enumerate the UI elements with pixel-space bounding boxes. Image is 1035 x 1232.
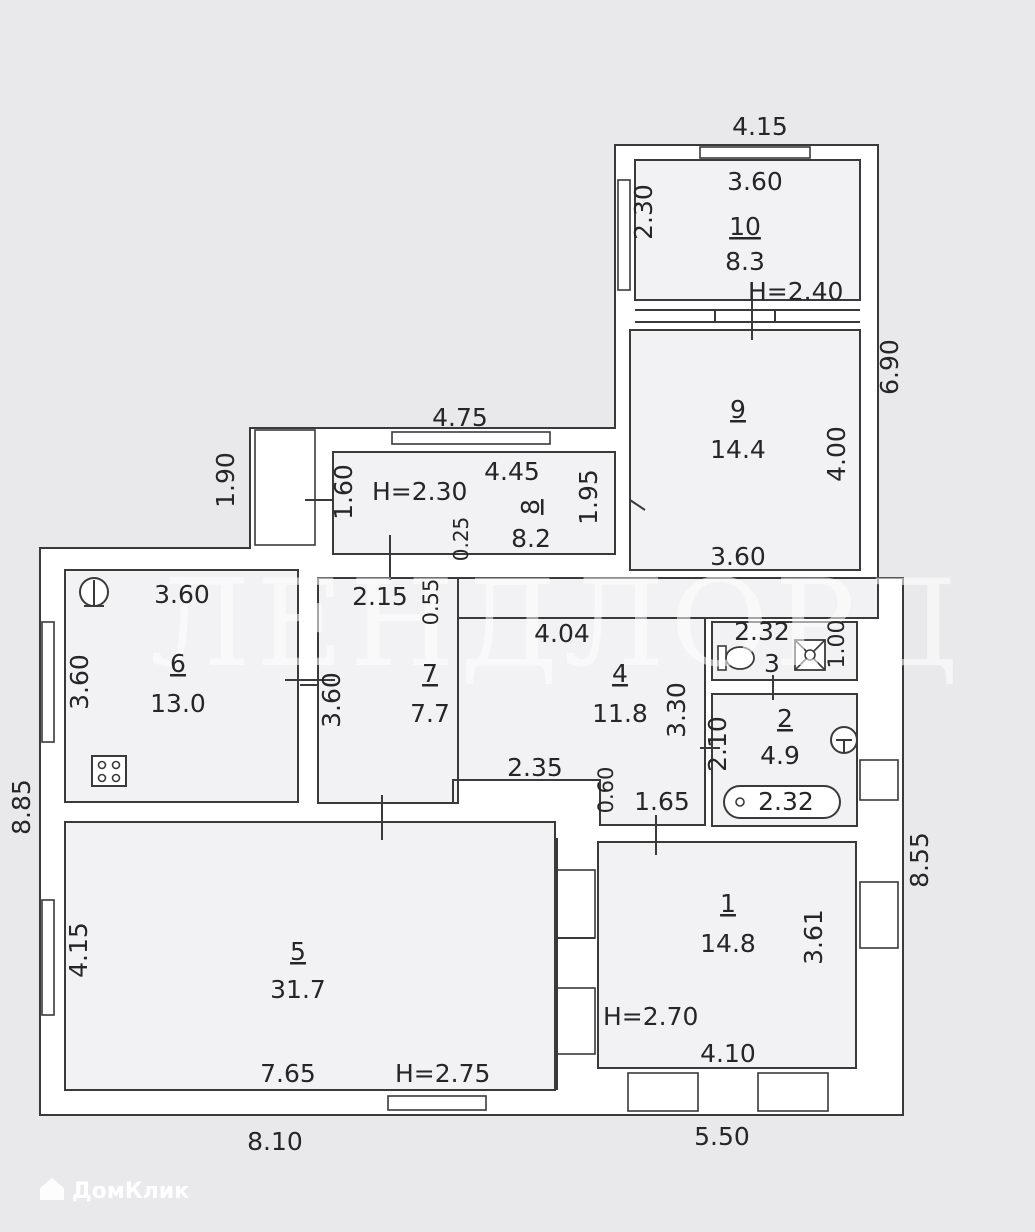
shower-drain-icon (794, 639, 826, 671)
dim-r3-width: 2.32 (734, 617, 790, 646)
dim-r10-width: 3.60 (727, 167, 783, 196)
dim-r4-height: 3.30 (662, 682, 691, 738)
dim-r4-step-width: 2.35 (507, 753, 563, 782)
room-9-area (629, 329, 861, 571)
dim-r8-left: 1.60 (329, 464, 358, 520)
window-room10-left (617, 179, 631, 291)
height-room5: Н=2.75 (395, 1059, 490, 1088)
room-8-number: 8 (516, 499, 545, 515)
bathtub-icon (723, 785, 841, 819)
dim-wing-top: 4.75 (432, 403, 488, 432)
room-5-area-label: 31.7 (270, 975, 326, 1004)
dim-r2-width: 2.32 (758, 787, 814, 816)
dim-wing-left: 1.90 (211, 452, 240, 508)
room-7-number: 7 (422, 659, 438, 688)
dim-bottom-left: 8.10 (247, 1127, 303, 1156)
room-9-number: 9 (730, 395, 746, 424)
dim-r4-step: 0.60 (594, 767, 618, 814)
dim-r8-width: 4.45 (484, 457, 540, 486)
room-1-area-label: 14.8 (700, 929, 756, 958)
dim-r2-height: 2.10 (703, 716, 732, 772)
corridor-area (457, 577, 879, 619)
dim-right-upper: 6.90 (875, 339, 904, 395)
room-8-area-label: 8.2 (511, 524, 551, 553)
room-4-area (452, 617, 706, 826)
dim-r10-height: 2.30 (629, 184, 658, 240)
inner-dimensions: 3.60 2.30 4.00 3.60 4.45 1.60 1.95 0.25 … (64, 167, 851, 1088)
room-1-area (597, 841, 857, 1069)
dim-r4-width: 4.04 (534, 619, 590, 648)
room-9-area-label: 14.4 (710, 435, 766, 464)
room-7-area (317, 577, 459, 804)
dim-r6-height: 3.60 (65, 654, 94, 710)
window-room5-left (41, 899, 55, 1016)
room-4-area-label: 11.8 (592, 699, 648, 728)
washbasin-icon (830, 726, 858, 754)
watermark: ЛЕНДЛОРД (150, 555, 965, 694)
window-room1-bottom-b (757, 1072, 829, 1112)
room-6-number: 6 (170, 649, 186, 678)
windows (41, 146, 899, 1112)
room-7-area-label: 7.7 (410, 699, 450, 728)
interior-walls (285, 300, 860, 1090)
height-room10: Н=2.40 (748, 277, 843, 306)
dim-r5-width: 7.65 (260, 1059, 316, 1088)
sink-icon (79, 577, 109, 607)
dim-r6-width: 3.60 (154, 580, 210, 609)
height-room8: Н=2.30 (372, 477, 467, 506)
dim-r1-height: 3.61 (799, 909, 828, 965)
room-10-area-label: 8.3 (725, 247, 765, 276)
room-1-number: 1 (720, 889, 736, 918)
dim-r1-width: 4.10 (700, 1039, 756, 1068)
dim-r7-height: 3.60 (317, 672, 346, 728)
dim-r7-step: 0.55 (419, 579, 443, 626)
fixtures (79, 577, 858, 819)
outer-dimensions: 4.15 6.90 8.55 8.85 8.10 5.50 4.75 1.90 (7, 112, 934, 1156)
dim-r9-height: 4.00 (822, 426, 851, 482)
room-6-area-label: 13.0 (150, 689, 206, 718)
window-room5-bottom (387, 1095, 487, 1111)
dim-top-right: 4.15 (732, 112, 788, 141)
dim-r9-width: 3.60 (710, 542, 766, 571)
window-room10-top (699, 146, 811, 159)
dim-right-lower: 8.55 (905, 832, 934, 888)
domclick-logo: ДомКлик (40, 1178, 189, 1204)
room-2-number: 2 (777, 704, 793, 733)
dim-r1-top: 1.65 (634, 787, 690, 816)
room-3-number: 3 (764, 649, 780, 678)
window-wing-left (254, 429, 316, 546)
stove-icon (91, 755, 127, 787)
room-10-area (634, 159, 861, 301)
dim-r8-step: 0.25 (449, 517, 473, 562)
window-room2-right (859, 759, 899, 801)
dim-r7-width: 2.15 (352, 582, 408, 611)
room-5-number: 5 (290, 937, 306, 966)
door-9-swing (629, 499, 646, 511)
room-labels: 10 8.3 9 14.4 8 8.2 6 13.0 7 7.7 4 11.8 … (150, 212, 800, 1004)
room-10-number: 10 (729, 212, 761, 241)
dim-left: 8.85 (7, 779, 36, 835)
room-5-area (64, 821, 556, 1091)
toilet-icon (717, 645, 755, 671)
window-room1-right (859, 881, 899, 949)
logo-text: ДомКлик (72, 1179, 189, 1204)
window-room1-bottom-a (627, 1072, 699, 1112)
dim-r3-height: 1.00 (825, 620, 850, 669)
dim-bottom-right: 5.50 (694, 1122, 750, 1151)
room-4-number: 4 (612, 659, 628, 688)
dim-r5-height: 4.15 (64, 922, 93, 978)
room-2-area-label: 4.9 (760, 741, 800, 770)
room-8-area (332, 451, 616, 555)
rooms (64, 159, 879, 1091)
heights: Н=2.40 Н=2.30 Н=2.70 Н=2.75 (372, 277, 843, 1088)
window-room6-left (41, 621, 55, 743)
window-stair-b (556, 987, 596, 1055)
window-stair-a (556, 869, 596, 939)
dim-r8-right: 1.95 (574, 469, 603, 525)
height-room1: Н=2.70 (603, 1002, 698, 1031)
window-room8-top (391, 431, 551, 445)
house-icon (40, 1178, 64, 1200)
